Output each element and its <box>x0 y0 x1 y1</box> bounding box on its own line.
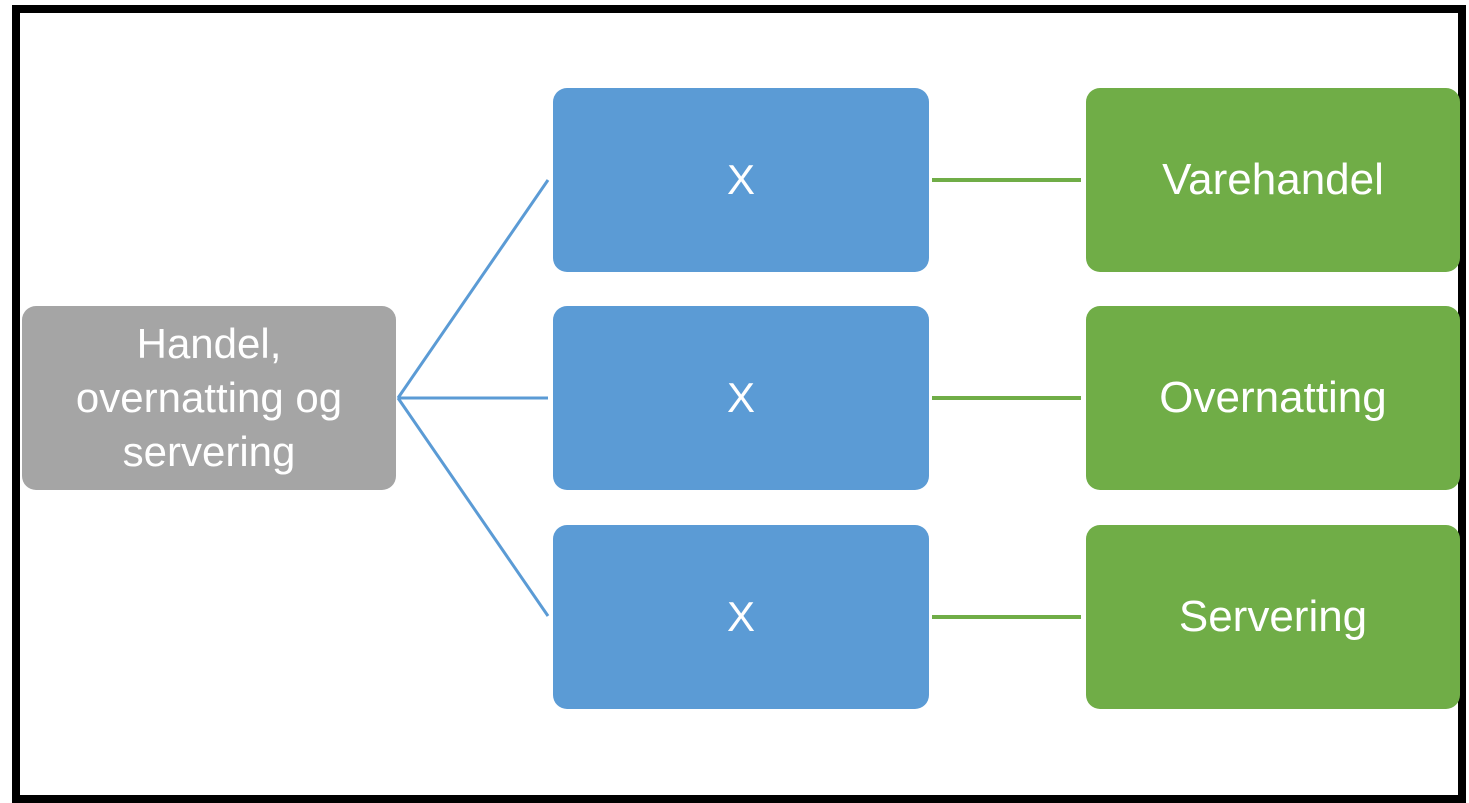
leaf-node-overnatting: Overnatting <box>1086 306 1460 490</box>
root-node-label: Handel, overnatting og servering <box>75 320 343 475</box>
leaf-node-servering: Servering <box>1086 525 1460 709</box>
leaf-node-servering-label: Servering <box>1178 592 1368 641</box>
middle-node-1-label: X <box>726 156 755 203</box>
middle-node-3-label: X <box>726 593 755 640</box>
leaf-node-overnatting-label: Overnatting <box>1159 373 1387 422</box>
leaf-node-varehandel-label: Varehandel <box>1162 155 1384 204</box>
root-node: Handel, overnatting og servering <box>22 306 396 490</box>
connector-root-to-x-1 <box>396 179 550 399</box>
connector-root-to-x-3 <box>396 397 550 617</box>
middle-node-3: X <box>553 525 929 709</box>
middle-node-2: X <box>553 306 929 490</box>
middle-node-1: X <box>553 88 929 272</box>
middle-node-2-label: X <box>726 374 755 421</box>
leaf-node-varehandel: Varehandel <box>1086 88 1460 272</box>
